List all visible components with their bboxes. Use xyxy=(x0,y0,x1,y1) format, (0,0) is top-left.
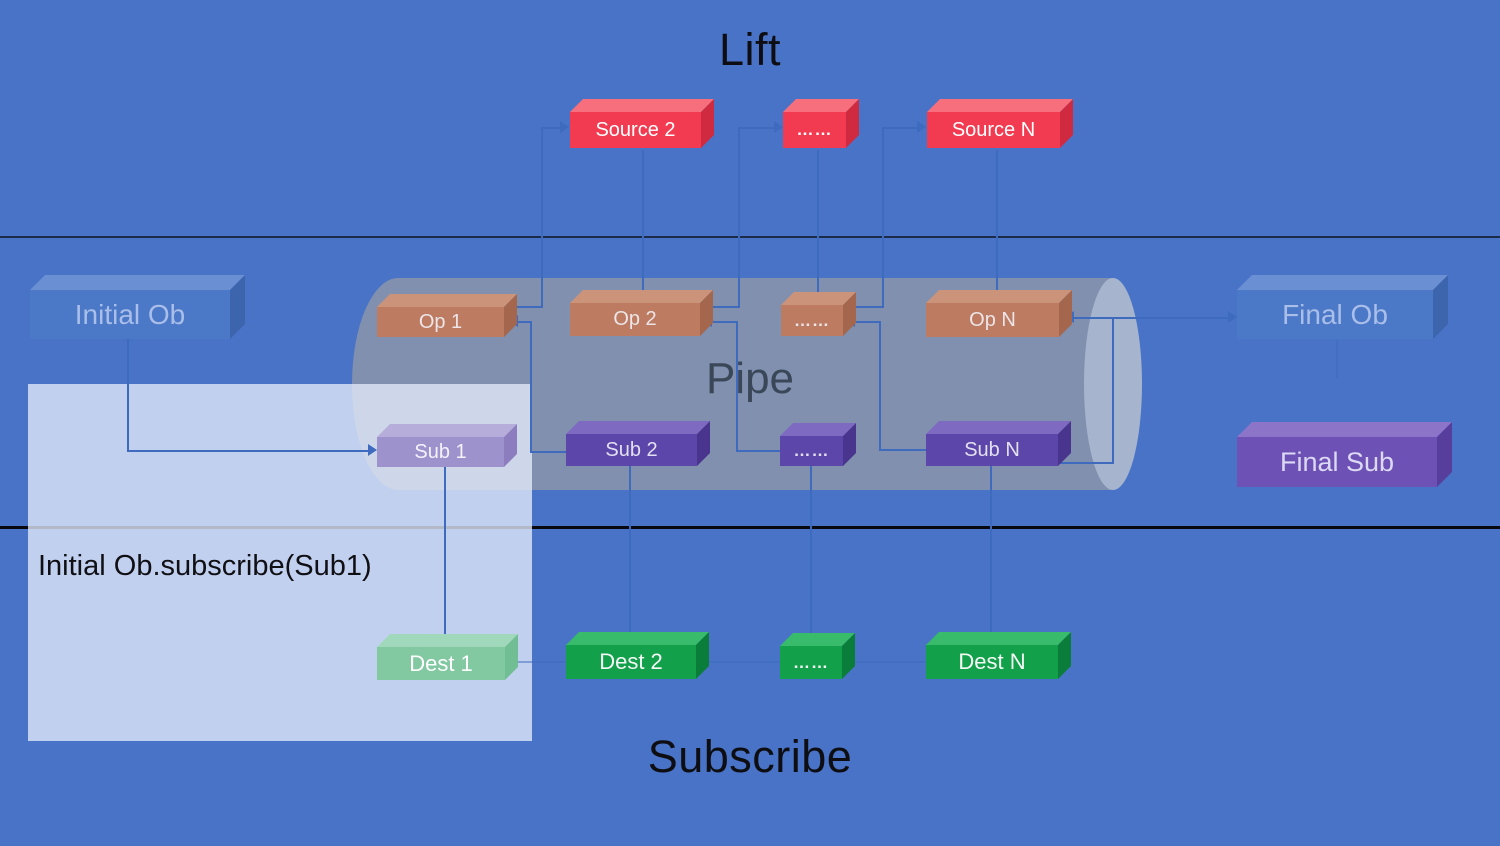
line-sub2-to-op1-stub xyxy=(517,321,532,323)
dest-2-label: Dest 2 xyxy=(599,649,663,674)
line-sub1-to-dest1 xyxy=(444,467,446,639)
line-subN-to-opdots-stub xyxy=(854,321,881,323)
arrow-into-sub1-icon xyxy=(368,444,377,456)
sub-1-box: Sub 1 xyxy=(377,424,517,467)
line-subN-to-opdots-vertical xyxy=(879,321,881,450)
line-sourcedots-to-opdots xyxy=(817,150,819,298)
subscribe-section-divider xyxy=(0,526,1500,529)
line-sub2-left-stub xyxy=(530,451,566,453)
op-1-box: Op 1 xyxy=(377,294,517,337)
line-finalob-down-stub xyxy=(1336,340,1338,378)
line-subN-left-stub xyxy=(879,449,926,451)
line-op2-lift-vertical xyxy=(738,128,740,308)
final-sub-box: Final Sub xyxy=(1237,422,1452,487)
line-op1-lift-vertical xyxy=(541,128,543,308)
line-subdots-to-op2-vertical xyxy=(736,321,738,451)
op-1-label: Op 1 xyxy=(418,310,463,333)
line-source2-to-op2 xyxy=(642,150,644,296)
dest-1-label: Dest 1 xyxy=(409,650,473,676)
op-N-box: Op N xyxy=(926,290,1072,337)
line-opdots-lift-vertical xyxy=(882,128,884,308)
line-subN-right-stub xyxy=(1059,462,1114,464)
line-subdots-to-destdots xyxy=(810,466,812,641)
overlay-note-text: Initial Ob.subscribe(Sub1) xyxy=(38,550,372,582)
source-N-box: Source N xyxy=(927,99,1073,148)
final-ob-box: Final Ob xyxy=(1237,275,1448,339)
line-opdots-lift-top xyxy=(882,127,919,129)
subscribe-section-title: Subscribe xyxy=(647,731,853,782)
line-dest1-to-dest2 xyxy=(512,661,566,663)
source-ellipsis-label: …… xyxy=(796,120,833,139)
sub-N-label: Sub N xyxy=(964,438,1020,461)
op-ellipsis-label: …… xyxy=(794,310,830,330)
source-ellipsis-box: …… xyxy=(783,99,859,148)
dest-ellipsis-box: …… xyxy=(780,633,855,679)
line-destdots-to-destN xyxy=(852,661,926,663)
op-N-label: Op N xyxy=(969,308,1016,331)
dest-ellipsis-label: …… xyxy=(793,652,829,672)
sub-ellipsis-box: …… xyxy=(780,423,856,466)
lift-section-divider xyxy=(0,236,1500,238)
line-sourceN-to-opN xyxy=(996,150,998,296)
dest-N-box: Dest N xyxy=(926,632,1071,679)
source-2-box: Source 2 xyxy=(570,99,714,148)
arrow-into-finalob-icon xyxy=(1228,311,1237,323)
initial-ob-label: Initial Ob xyxy=(74,298,186,330)
dest-2-box: Dest 2 xyxy=(566,632,709,679)
initial-ob-box: Initial Ob xyxy=(30,275,245,339)
op-2-label: Op 2 xyxy=(613,308,657,330)
sub-N-box: Sub N xyxy=(926,421,1071,466)
line-sub2-to-op1-vertical xyxy=(530,321,532,452)
line-dest2-to-destdots xyxy=(706,661,780,663)
line-opN-to-finalob xyxy=(1074,317,1228,319)
sub-2-box: Sub 2 xyxy=(566,421,710,466)
line-op1-lift xyxy=(509,306,542,308)
final-sub-label: Final Sub xyxy=(1279,446,1395,477)
line-op1-lift-top xyxy=(541,127,563,129)
dest-1-box: Dest 1 xyxy=(377,634,518,680)
line-opdots-lift xyxy=(846,306,883,308)
final-ob-label: Final Ob xyxy=(1282,298,1388,330)
pipe-title: Pipe xyxy=(705,354,795,403)
arrow-into-sourceN-icon xyxy=(917,121,926,133)
line-op2-lift xyxy=(702,306,739,308)
source-N-label: Source N xyxy=(951,118,1036,141)
line-subN-to-destN xyxy=(990,466,992,640)
sub-1-label: Sub 1 xyxy=(414,440,467,463)
op-2-box: Op 2 xyxy=(570,290,713,336)
lift-section-title: Lift xyxy=(718,24,782,75)
line-subN-to-opN-vertical xyxy=(1112,317,1114,464)
dest-N-label: Dest N xyxy=(958,649,1026,674)
arrow-into-source-dots-icon xyxy=(774,121,783,133)
arrow-into-source2-icon xyxy=(560,121,569,133)
line-subdots-to-op2-stub xyxy=(711,321,738,323)
sub-ellipsis-label: …… xyxy=(793,441,830,460)
sub-2-label: Sub 2 xyxy=(605,438,658,461)
line-subdots-left-stub xyxy=(736,450,780,452)
line-initialob-down xyxy=(127,339,129,452)
line-sub2-to-dest2 xyxy=(629,466,631,640)
line-initialob-to-sub1 xyxy=(127,450,369,452)
line-op2-lift-top xyxy=(738,127,776,129)
op-ellipsis-box: …… xyxy=(781,292,856,336)
source-2-label: Source 2 xyxy=(595,118,676,141)
